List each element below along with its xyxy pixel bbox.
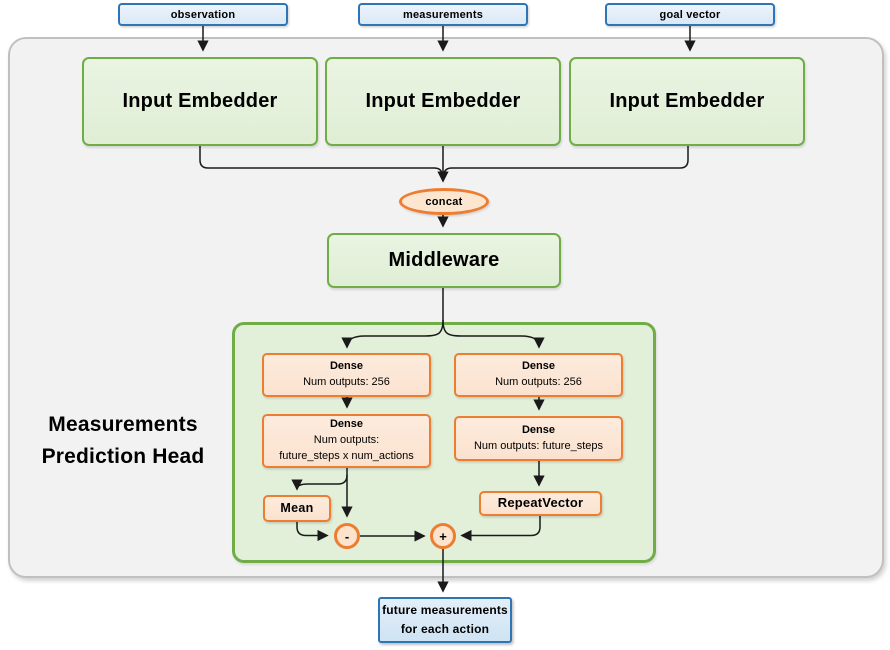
prediction-head-title: Measurements Prediction Head [18,409,228,472]
concat-node: concat [399,188,489,215]
minus-node: - [334,523,360,549]
dense-left-1-subtitle: Num outputs: 256 [303,376,390,388]
input-node-measurements-label: measurements [402,8,484,21]
mean-box-label: Mean [280,501,314,516]
dense-left-1: Dense Num outputs: 256 [262,353,431,397]
embedder-box-3-label: Input Embedder [609,90,765,112]
repeat-vector-box: RepeatVector [479,491,602,516]
middleware-box: Middleware [327,233,561,288]
dense-right-1-title: Dense [521,360,556,373]
prediction-head-title-line1: Measurements [48,413,198,436]
output-node: future measurements for each action [378,597,512,643]
input-node-goal-vector: goal vector [605,3,775,26]
input-node-goal-vector-label: goal vector [659,8,721,21]
dense-left-1-title: Dense [329,360,364,373]
embedder-box-1: Input Embedder [82,57,318,146]
embedder-box-2: Input Embedder [325,57,561,146]
embedder-box-1-label: Input Embedder [122,90,278,112]
prediction-head-title-line2: Prediction Head [41,444,205,468]
dense-left-2: Dense Num outputs: future_steps x num_ac… [262,414,431,468]
middleware-box-label: Middleware [388,249,500,271]
dense-left-2-subtitle2: future_steps x num_actions [279,449,414,462]
embedder-box-3: Input Embedder [569,57,805,146]
plus-node-label: + [439,528,447,544]
output-node-line2: for each action [400,622,490,636]
mean-box: Mean [263,495,331,522]
dense-left-2-subtitle: Num outputs: [313,434,380,447]
plus-node: + [430,523,456,549]
input-node-observation-label: observation [170,8,236,21]
minus-node-label: - [344,528,350,544]
repeat-vector-box-label: RepeatVector [497,495,584,511]
dense-right-2-title: Dense [521,423,556,436]
dense-right-1: Dense Num outputs: 256 [454,353,623,397]
input-node-observation: observation [118,3,288,26]
dense-right-1-subtitle: Num outputs: 256 [495,376,582,388]
embedder-box-2-label: Input Embedder [365,90,521,112]
dense-right-2: Dense Num outputs: future_steps [454,416,623,461]
dense-left-2-title: Dense [329,418,364,431]
concat-node-label: concat [425,195,463,208]
output-node-line1: future measurements [382,603,508,618]
dense-right-2-subtitle: Num outputs: future_steps [473,439,603,452]
input-node-measurements: measurements [358,3,528,26]
